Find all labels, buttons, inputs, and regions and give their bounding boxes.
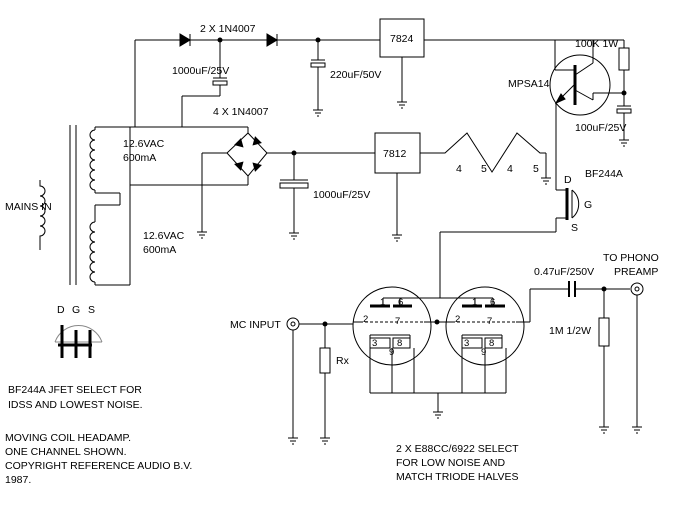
label-jfet-s: S [571,222,578,234]
label-dgs-s: S [88,304,95,316]
top-supply-wires [134,39,625,127]
tube2-pin-1: 1 [472,297,477,308]
cap-047uf [530,281,630,297]
label-cap-220: 220uF/50V [330,69,381,81]
note-main-line-4: 1987. [5,474,31,486]
tube2-pin-2: 2 [455,314,460,325]
label-heater-1: 4 [456,163,462,175]
note-main-line-1: MOVING COIL HEADAMP. [5,432,131,444]
diode-d2 [266,33,278,47]
label-sec-bot-v: 12.6VAC [143,230,185,242]
note-tube-line-2: FOR LOW NOISE AND [396,457,506,469]
label-jfet-g: G [584,199,592,211]
label-7824: 7824 [390,33,414,45]
label-heater-4: 5 [533,163,539,175]
transformer [39,125,182,286]
note-main-line-3: COPYRIGHT REFERENCE AUDIO B.V. [5,460,192,472]
label-mc-input: MC INPUT [230,319,281,331]
resistor-rx [319,324,331,445]
tube1-pin-3: 3 [372,338,377,349]
label-cap-100: 100uF/25V [575,122,626,134]
label-heater-2: 5 [481,163,487,175]
label-mains: MAINS IN [5,201,52,213]
note-tube-line-1: 2 X E88CC/6922 SELECT [396,443,519,455]
tube-1 [352,286,437,366]
label-rx: Rx [336,355,350,367]
regulator-7824 [379,18,425,109]
resistor-100k [618,47,630,106]
bridge-rectifier [197,132,375,239]
label-sec-top-v: 12.6VAC [123,138,165,150]
cap-1000uf-mid [279,153,309,240]
cap-1000uf-top [181,40,228,127]
cap-100uf [616,105,632,147]
note-jfet-line-2: IDSS AND LOWEST NOISE. [8,399,143,411]
mc-input-terminal [286,317,353,445]
tube1-pin-8: 8 [397,338,402,349]
label-jfet-d: D [564,174,572,186]
tube1-pin-2: 2 [363,314,368,325]
diode-d1 [179,33,191,47]
label-cap-1000-top: 1000uF/25V [172,65,229,77]
label-7812: 7812 [383,148,407,160]
label-mpsa14: MPSA14 [508,78,550,90]
note-jfet-line-1: BF244A JFET SELECT FOR [8,384,142,396]
label-jfet: BF244A [585,168,623,180]
label-to-phono-1: TO PHONO [603,252,659,264]
cap-220uf [310,40,326,117]
transistor-mpsa14 [549,40,624,170]
label-bridge: 4 X 1N4007 [213,106,269,118]
tube2-pin-8: 8 [489,338,494,349]
note-main-line-2: ONE CHANNEL SHOWN. [5,446,127,458]
tube2-pin-3: 3 [464,338,469,349]
resistor-1m [598,289,610,434]
note-tube-line-3: MATCH TRIODE HALVES [396,471,519,483]
jfet-bf244a [383,170,580,299]
tube2-pin-6: 6 [490,297,495,308]
label-sec-bot-i: 600mA [143,244,176,256]
tube1-pin-6: 6 [398,297,403,308]
tube1-pin-7: 7 [395,316,400,327]
tube1-pin-1: 1 [380,297,385,308]
label-diodes-top: 2 X 1N4007 [200,23,256,35]
label-to-phono-2: PREAMP [614,266,658,278]
label-dgs-g: G [72,304,80,316]
tube2-pin-9: 9 [481,347,486,358]
label-cap-047: 0.47uF/250V [534,266,594,278]
jfet-pinout-symbol [54,325,103,358]
heater-string [420,132,551,185]
tube1-pin-9: 9 [389,347,394,358]
label-dgs-d: D [57,304,65,316]
label-sec-top-i: 600mA [123,152,156,164]
phono-terminal [630,282,644,434]
label-heater-3: 4 [507,163,513,175]
tube2-pin-7: 7 [487,316,492,327]
label-res-1m: 1M 1/2W [549,325,591,337]
label-cap-1000-mid: 1000uF/25V [313,189,370,201]
label-res-100k: 100K 1W [575,38,618,50]
labels: 2 X 1N4007 7824 1000uF/25V 4 X 1N4007 22… [5,23,659,486]
cathode-wiring [369,348,507,419]
